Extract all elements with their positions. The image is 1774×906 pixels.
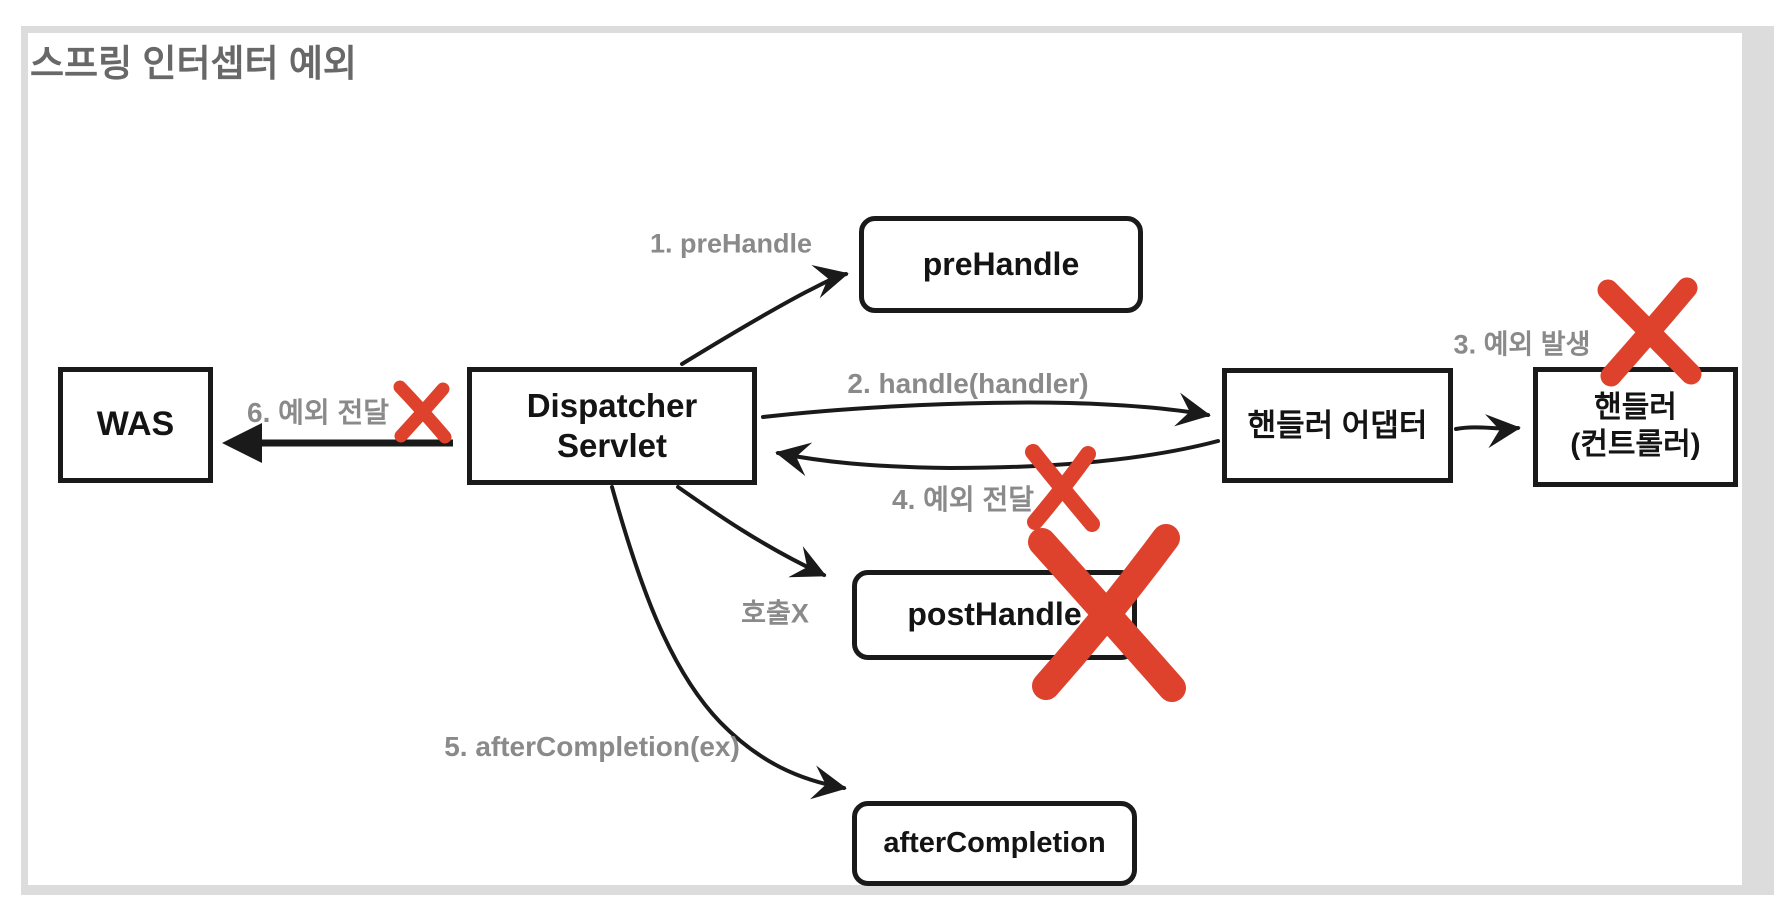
node-aftercompletion: afterCompletion	[852, 801, 1137, 886]
node-posthandle-label: postHandle	[907, 596, 1082, 633]
edge-label-step2: 2. handle(handler)	[847, 368, 1089, 399]
node-was-label: WAS	[96, 405, 175, 444]
node-handler-controller-line1: 핸들러	[1594, 391, 1677, 425]
node-aftercompletion-label: afterCompletion	[883, 826, 1106, 859]
node-handler-adapter: 핸들러 어댑터	[1222, 368, 1453, 483]
edge-label-step4: 4. 예외 전달	[892, 484, 1034, 515]
edge-label-step1: 1. preHandle	[649, 228, 813, 259]
page-title: 스프링 인터셉터 예외	[30, 43, 357, 84]
edge-label-no-call: 호출X	[741, 598, 809, 629]
edge-label-step5: 5. afterCompletion(ex)	[444, 731, 740, 762]
node-handler-controller-line2: (컨트롤러)	[1570, 428, 1701, 461]
edge-label-step6: 6. 예외 전달	[247, 397, 389, 428]
node-prehandle: preHandle	[859, 216, 1143, 313]
node-posthandle: postHandle	[852, 570, 1137, 660]
node-was: WAS	[58, 367, 213, 483]
node-handler-adapter-label: 핸들러 어댑터	[1247, 407, 1428, 443]
panel-frame	[21, 26, 1774, 895]
node-dispatcher-servlet-line2: Servlet	[556, 427, 668, 464]
node-dispatcher-servlet-line1: Dispatcher	[526, 386, 698, 424]
node-dispatcher-servlet: Dispatcher Servlet	[467, 367, 757, 485]
node-prehandle-label: preHandle	[922, 245, 1080, 282]
node-handler-controller: 핸들러 (컨트롤러)	[1533, 367, 1738, 487]
edge-label-step3: 3. 예외 발생	[1453, 329, 1591, 360]
